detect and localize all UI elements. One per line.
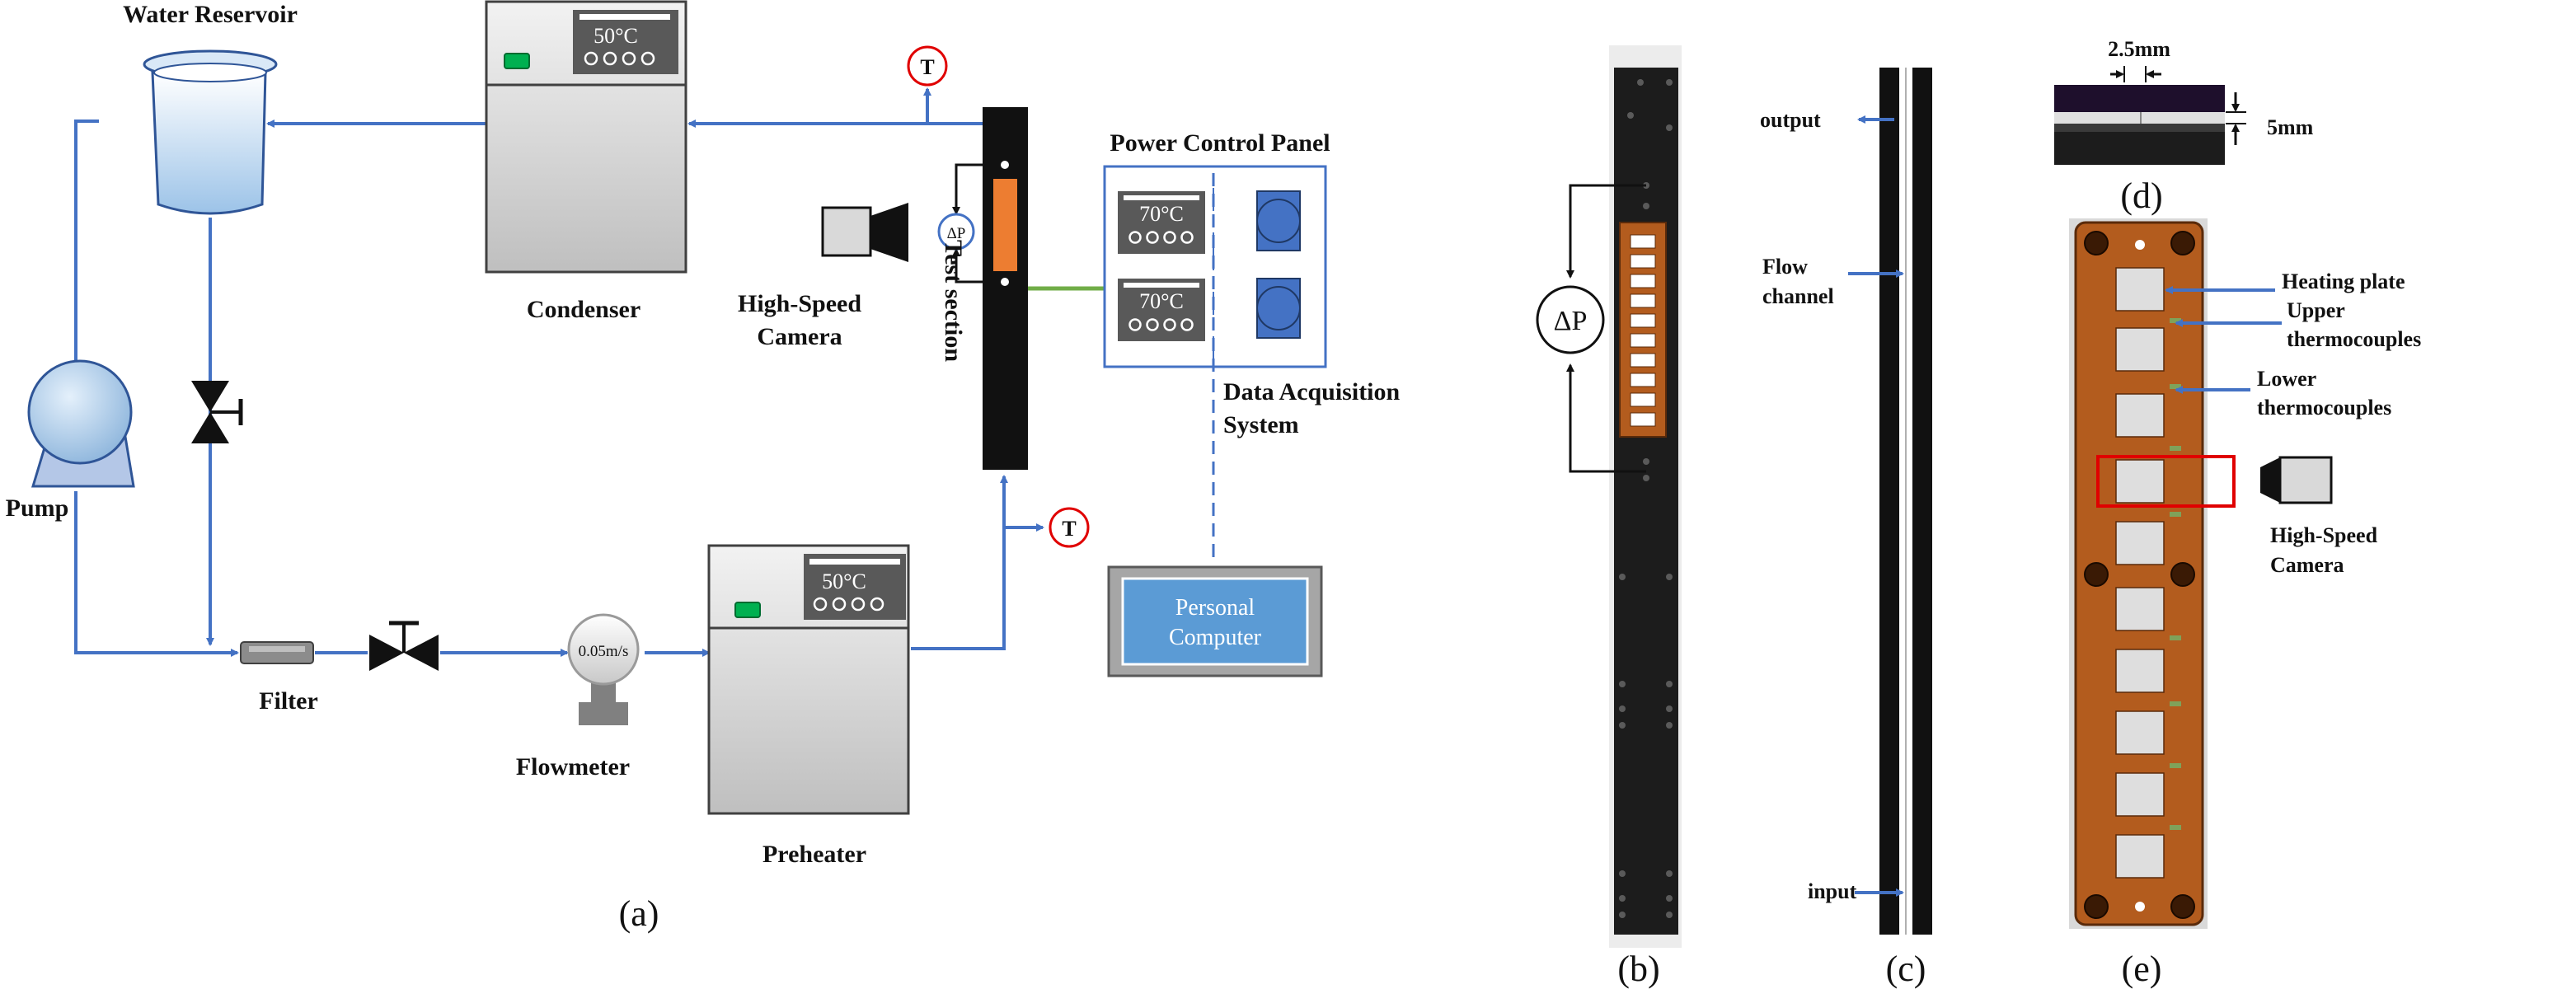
power-panel-label: Power Control Panel [1110, 129, 1330, 157]
heater-icon: 50°C Condenser [485, 0, 687, 323]
test-section: ΔP Test section [937, 107, 1028, 470]
caption-d: (d) [2120, 176, 2162, 216]
pc-label-line2: Computer [1169, 625, 1262, 650]
pc-label-line1: Personal [1175, 595, 1255, 621]
width-dimension: 2.5mm [2108, 37, 2170, 61]
flow-channel-label-line2: channel [1762, 284, 1834, 308]
temperature-sensor-icon: T [907, 45, 948, 87]
pressure-symbol: ΔP [947, 225, 966, 242]
heater-icon: 50°C Preheater [707, 544, 910, 868]
pump-label: Pump [6, 494, 69, 522]
pressure-sensor-icon: ΔP [937, 213, 975, 251]
test-section-label: Test section [940, 240, 967, 362]
panel-b: ΔP (b) [1536, 45, 1682, 989]
input-label: input [1808, 879, 1857, 903]
water-reservoir-icon: Water Reservoir [123, 1, 298, 215]
camera-icon: High-Speed Camera [738, 203, 908, 350]
preheater-label: Preheater [762, 841, 866, 868]
daq-label-line2: System [1223, 411, 1299, 438]
camera-icon: High-Speed Camera [2260, 456, 2378, 577]
upper-thermocouples-label-line2: thermocouples [2287, 327, 2421, 351]
camera-label-line2: Camera [757, 323, 842, 350]
condenser-label: Condenser [527, 296, 640, 323]
preheater-temp: 50°C [822, 569, 866, 593]
pressure-symbol: ΔP [1554, 306, 1588, 336]
caption-c: (c) [1886, 949, 1926, 989]
computer-icon: Personal Computer [1107, 565, 1323, 677]
water-reservoir-label: Water Reservoir [123, 1, 298, 28]
filter-icon: Filter [240, 641, 318, 715]
flowmeter-icon: 0.05m/s Flowmeter [516, 613, 640, 780]
flowmeter-reading: 0.05m/s [579, 643, 629, 660]
flow-channel-label-line1: Flow [1762, 255, 1808, 279]
lower-thermocouples-label-line2: thermocouples [2257, 396, 2391, 420]
temperature-symbol: T [920, 55, 934, 79]
height-dimension: 5mm [2267, 115, 2314, 139]
heating-plate-label: Heating plate [2282, 270, 2405, 293]
caption-b: (b) [1617, 949, 1659, 989]
valve-icon [369, 621, 439, 671]
camera-label-line1: High-Speed [738, 290, 861, 317]
temperature-sensor-icon: T [1049, 507, 1090, 548]
power-control-panel: Power Control Panel 70°C 70°C [1103, 129, 1330, 368]
power-temp-1: 70°C [1139, 202, 1184, 226]
output-label: output [1760, 108, 1821, 132]
panel-a: Water Reservoir Pump Filter [6, 0, 1401, 934]
flowmeter-label: Flowmeter [516, 753, 630, 780]
pressure-sensor-icon: ΔP [1536, 285, 1605, 354]
camera-label-line1: High-Speed [2270, 523, 2378, 547]
camera-label-line2: Camera [2270, 553, 2344, 577]
caption-e: (e) [2122, 949, 2162, 989]
panel-c: output Flow channel input (c) [1760, 68, 1932, 989]
lower-thermocouples-label-line1: Lower [2257, 367, 2316, 391]
power-temp-2: 70°C [1139, 289, 1184, 313]
caption-a: (a) [619, 893, 659, 934]
pump-icon: Pump [6, 359, 135, 522]
observation-window-highlight [2096, 455, 2236, 508]
condenser-temp: 50°C [594, 24, 638, 48]
panel-d: 2.5mm 5mm (d) [2054, 37, 2314, 216]
filter-label: Filter [259, 687, 318, 715]
valve-icon [191, 381, 243, 443]
upper-thermocouples-label-line1: Upper [2287, 298, 2345, 322]
temperature-symbol: T [1062, 517, 1076, 541]
panel-e: Heating plate Upper thermocouples Lower … [2069, 218, 2421, 989]
daq-label-line1: Data Acquisition [1223, 378, 1401, 405]
